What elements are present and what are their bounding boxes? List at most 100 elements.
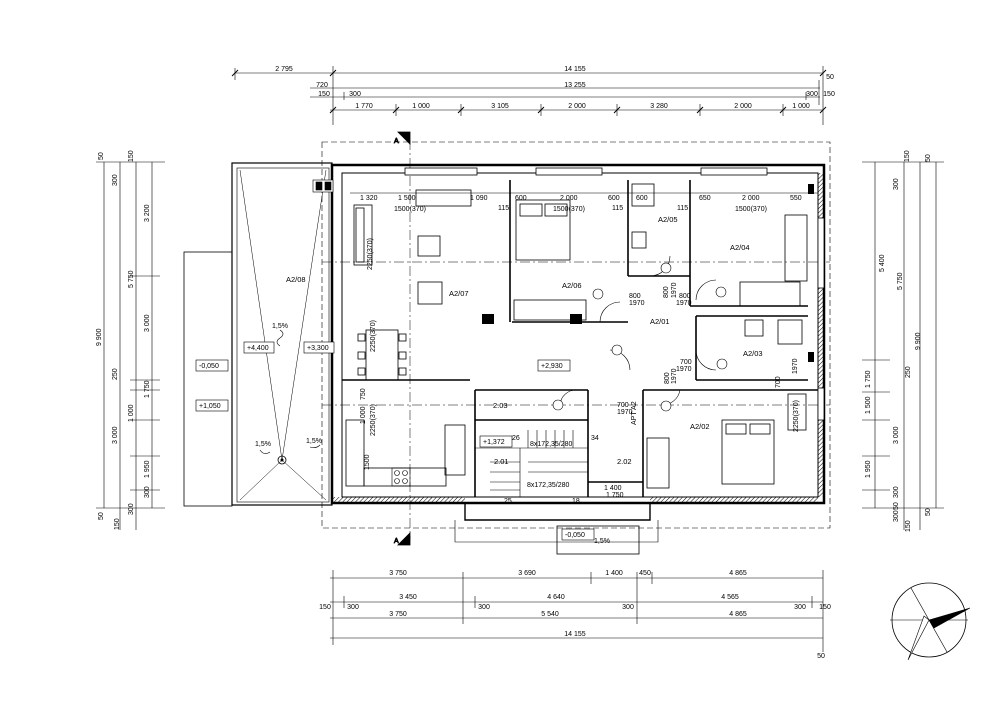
slope-label: 1,5% — [306, 438, 322, 445]
dim-label: 4 565 — [721, 594, 739, 601]
stair-step-number: 25 — [504, 498, 512, 505]
dim-label: 1 400 — [604, 485, 622, 492]
dining-table — [365, 329, 399, 381]
level-mark: +4,400 — [247, 345, 269, 352]
dim-label: 1970 — [671, 368, 678, 384]
sofa-top — [415, 189, 472, 207]
shower-a205 — [631, 183, 655, 207]
dim-label: 1500 — [364, 454, 371, 470]
dim-label: 9 900 — [915, 332, 922, 350]
balcony-lower — [183, 251, 233, 507]
dim-label: 1 400 — [605, 570, 623, 577]
dim-label: 700 — [680, 359, 692, 366]
wc-a205 — [631, 231, 647, 249]
stair-step-number: 26 — [512, 435, 520, 442]
dim-label: 3 750 — [389, 570, 407, 577]
dim-label: 1 500 — [398, 195, 416, 202]
dim-label: 450 — [639, 570, 651, 577]
dim-label: 3 750 — [389, 611, 407, 618]
dim-label: 1970 — [671, 282, 678, 298]
dim-label: 300 — [112, 174, 119, 186]
vent-ducts — [482, 184, 814, 362]
dim-label: 3 280 — [650, 103, 668, 110]
dim-label: 3 105 — [491, 103, 509, 110]
dim-label: 250 — [905, 366, 912, 378]
dim-label: 115 — [498, 205, 509, 212]
terrace-slab — [231, 162, 333, 506]
dim-label: 1 090 — [470, 195, 488, 202]
dimension-lines-bottom — [330, 570, 824, 652]
dim-label: 1500(370) — [735, 206, 767, 213]
dim-label: 300 — [128, 503, 135, 515]
room-label-a201: A2/01 — [650, 317, 670, 326]
stair-step-number: 18 — [572, 498, 580, 505]
dim-label: 1 500 — [865, 396, 872, 414]
dim-label: 300 — [622, 604, 634, 611]
dim-label: 150 — [128, 150, 135, 162]
shower-a203 — [777, 319, 803, 345]
dim-label: APT A2 — [631, 401, 638, 425]
dim-label: 300 — [806, 91, 818, 98]
level-mark: -0,050 — [199, 363, 219, 370]
entrance-landing — [556, 525, 640, 555]
slope-label: 1,5% — [272, 323, 288, 330]
inner-dimension-labels: 1 320 1 500 1500(370) 1 090 600 115 2 00… — [350, 192, 818, 505]
dim-label: 300 — [893, 510, 900, 522]
dim-label: 2 795 — [275, 66, 293, 73]
dim-label: 750 — [360, 388, 367, 400]
dim-label: 5 540 — [541, 611, 559, 618]
dim-label: 800 — [629, 293, 641, 300]
dim-label: 1970 — [629, 300, 645, 307]
coffee-table — [417, 235, 441, 257]
dim-label: 300 — [794, 604, 806, 611]
dim-label: 720 — [316, 82, 328, 89]
dim-label: 14 155 — [564, 631, 586, 638]
dim-label: 600 — [515, 195, 527, 202]
dimension-labels-top: 2 795 14 155 720 13 255 50 150 300 300 1… — [275, 66, 835, 110]
kitchen-island — [444, 424, 466, 476]
dim-label: 650 — [699, 195, 711, 202]
dim-label: 1 000 — [412, 103, 430, 110]
dim-label: 1 950 — [144, 460, 151, 478]
room-label-a204: A2/04 — [730, 243, 750, 252]
dimension-labels-right: 50 150 300 5 400 5 750 9 900 250 1 750 1… — [865, 150, 932, 532]
stair-step-number: 34 — [591, 435, 599, 442]
dim-label: 50 — [817, 653, 825, 660]
entrance-step — [454, 520, 659, 543]
room-label-a203: A2/03 — [743, 349, 763, 358]
dim-label: 115 — [612, 205, 623, 212]
room-label-a207: A2/07 — [449, 289, 469, 298]
dim-label: 300 — [349, 91, 361, 98]
dim-label: 1 770 — [355, 103, 373, 110]
dim-label: 300 — [347, 604, 359, 611]
dim-label: 1 950 — [865, 460, 872, 478]
room-label-a208: A2/08 — [286, 275, 306, 284]
stair-label: 8x172,35/280 — [530, 441, 573, 448]
section-cut-marks: A A — [394, 131, 411, 546]
dim-label: 800 — [664, 372, 671, 384]
dim-label: 2 000 — [568, 103, 586, 110]
stove-icon — [391, 467, 411, 487]
dim-label: 1 000 — [128, 404, 135, 422]
dim-label: 1970 — [676, 366, 692, 373]
room-label-202: 2.02 — [617, 457, 632, 466]
dim-label: 1 750 — [606, 492, 624, 499]
kitchen-counter — [345, 419, 365, 487]
dim-label: 800 — [663, 286, 670, 298]
dim-label: 4 865 — [729, 570, 747, 577]
dim-label: 1 000 — [792, 103, 810, 110]
dim-label: 3 000 — [112, 426, 119, 444]
dim-label: 50 — [893, 502, 900, 510]
dimension-labels-left: 50 150 300 3 200 5 750 9 900 3 000 250 1… — [96, 150, 151, 530]
dim-label: 2 000 — [560, 195, 578, 202]
level-marks: +4,400 +3,300 -0,050 +1,050 +2,930 +1,37… — [195, 341, 595, 541]
dim-label: 800 — [679, 293, 691, 300]
dim-label: 1970 — [792, 358, 799, 374]
furniture — [345, 183, 808, 489]
dim-label: 9 900 — [96, 328, 103, 346]
dim-label: 700 — [775, 376, 782, 388]
sofa — [353, 204, 373, 266]
dim-label: 3 000 — [893, 426, 900, 444]
dim-label: 1 750 — [865, 370, 872, 388]
